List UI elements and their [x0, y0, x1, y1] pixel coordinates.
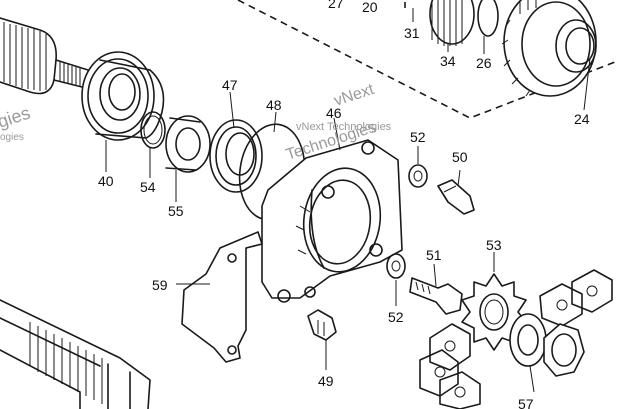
- callout-49: 49: [318, 373, 334, 389]
- callout-labels: 27 20 31 34 26 24 47 48 46 52 50 40 54 5…: [98, 0, 590, 409]
- watermark-brand-main: vNext Technologies: [296, 121, 392, 133]
- lock-washer: [509, 313, 547, 367]
- callout-27: 27: [328, 0, 344, 11]
- snap-ring-54: [140, 111, 166, 149]
- washer-52-lower: [386, 253, 406, 279]
- callout-20: 20: [362, 0, 378, 15]
- leader-lines: [105, 8, 591, 393]
- callout-34: 34: [440, 53, 456, 69]
- callout-26: 26: [476, 55, 492, 71]
- drive-sprocket-53: [461, 273, 527, 351]
- callout-54: 54: [140, 179, 156, 195]
- washer-52-top: [408, 164, 428, 188]
- callout-50: 50: [452, 149, 468, 165]
- bushing-55: [165, 115, 211, 173]
- bearing-40: [81, 51, 165, 141]
- callout-55: 55: [168, 203, 184, 219]
- watermark-brand-left-top: gies: [0, 103, 33, 132]
- watermark-brand-left-bottom: ogies: [0, 132, 24, 143]
- callout-46: 46: [326, 105, 342, 121]
- countershaft-upper: [0, 17, 89, 95]
- callout-47: 47: [222, 77, 238, 93]
- bearing-retainer-46: [261, 139, 403, 303]
- callout-52-top: 52: [410, 129, 426, 145]
- callout-24: 24: [574, 111, 590, 127]
- callout-57: 57: [518, 396, 534, 409]
- bolt-50: [437, 179, 475, 215]
- bolt-49: [307, 309, 337, 341]
- gear-24: [501, 0, 597, 97]
- bracket-plate-59: [181, 231, 263, 363]
- callout-53: 53: [486, 237, 502, 253]
- callout-31: 31: [404, 25, 420, 41]
- drive-chain: [419, 269, 613, 409]
- gear-34: [429, 0, 475, 46]
- callout-52-lower: 52: [388, 309, 404, 325]
- callout-51: 51: [426, 247, 442, 263]
- callout-40: 40: [98, 173, 114, 189]
- oil-seal-47: [209, 119, 263, 193]
- sprocket-nut-57: [543, 323, 585, 377]
- shim-26: [477, 0, 499, 37]
- mainshaft-lower: [0, 299, 151, 409]
- callout-48: 48: [266, 97, 282, 113]
- bolt-51: [409, 277, 463, 315]
- callout-59: 59: [152, 277, 168, 293]
